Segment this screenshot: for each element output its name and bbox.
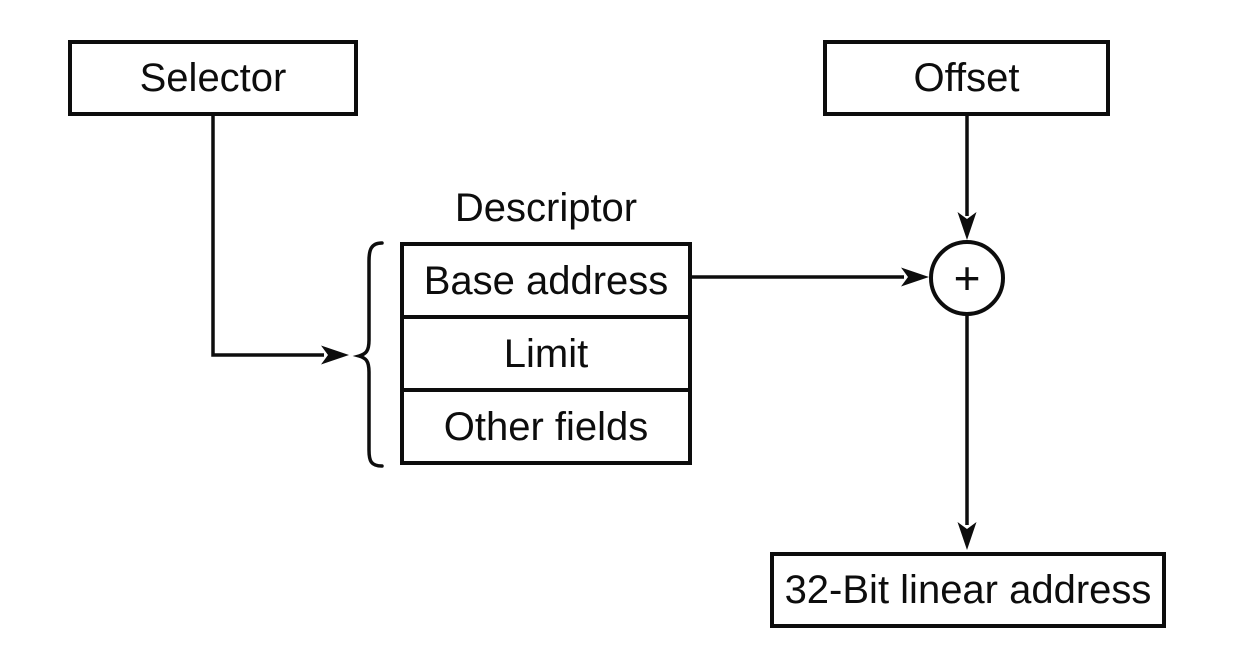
descriptor-table: Base address Limit Other fields (400, 242, 692, 465)
result-label: 32-Bit linear address (784, 568, 1152, 612)
descriptor-row-label: Limit (503, 331, 589, 376)
selector-label: Selector (139, 56, 287, 100)
descriptor-row-base-address: Base address (404, 246, 688, 315)
base-address-to-adder-arrowhead (901, 267, 929, 287)
result-node: 32-Bit linear address (770, 552, 1166, 628)
selector-to-descriptor-line (211, 114, 324, 357)
offset-node: Offset (823, 40, 1110, 116)
selector-to-descriptor-arrowhead (321, 345, 349, 365)
adder-symbol-label: + (953, 252, 981, 304)
adder-to-result-arrowhead (957, 522, 977, 550)
plus-icon: + (937, 248, 997, 308)
offset-to-adder-arrowhead (957, 212, 977, 240)
descriptor-brace (352, 241, 384, 468)
offset-label: Offset (913, 56, 1020, 100)
descriptor-title-label: Descriptor (454, 186, 638, 230)
descriptor-row-other-fields: Other fields (404, 388, 688, 461)
descriptor-row-label: Other fields (443, 404, 649, 449)
descriptor-row-label: Base address (423, 258, 669, 303)
descriptor-title: Descriptor (400, 186, 692, 230)
selector-node: Selector (68, 40, 358, 116)
descriptor-row-limit: Limit (404, 315, 688, 388)
